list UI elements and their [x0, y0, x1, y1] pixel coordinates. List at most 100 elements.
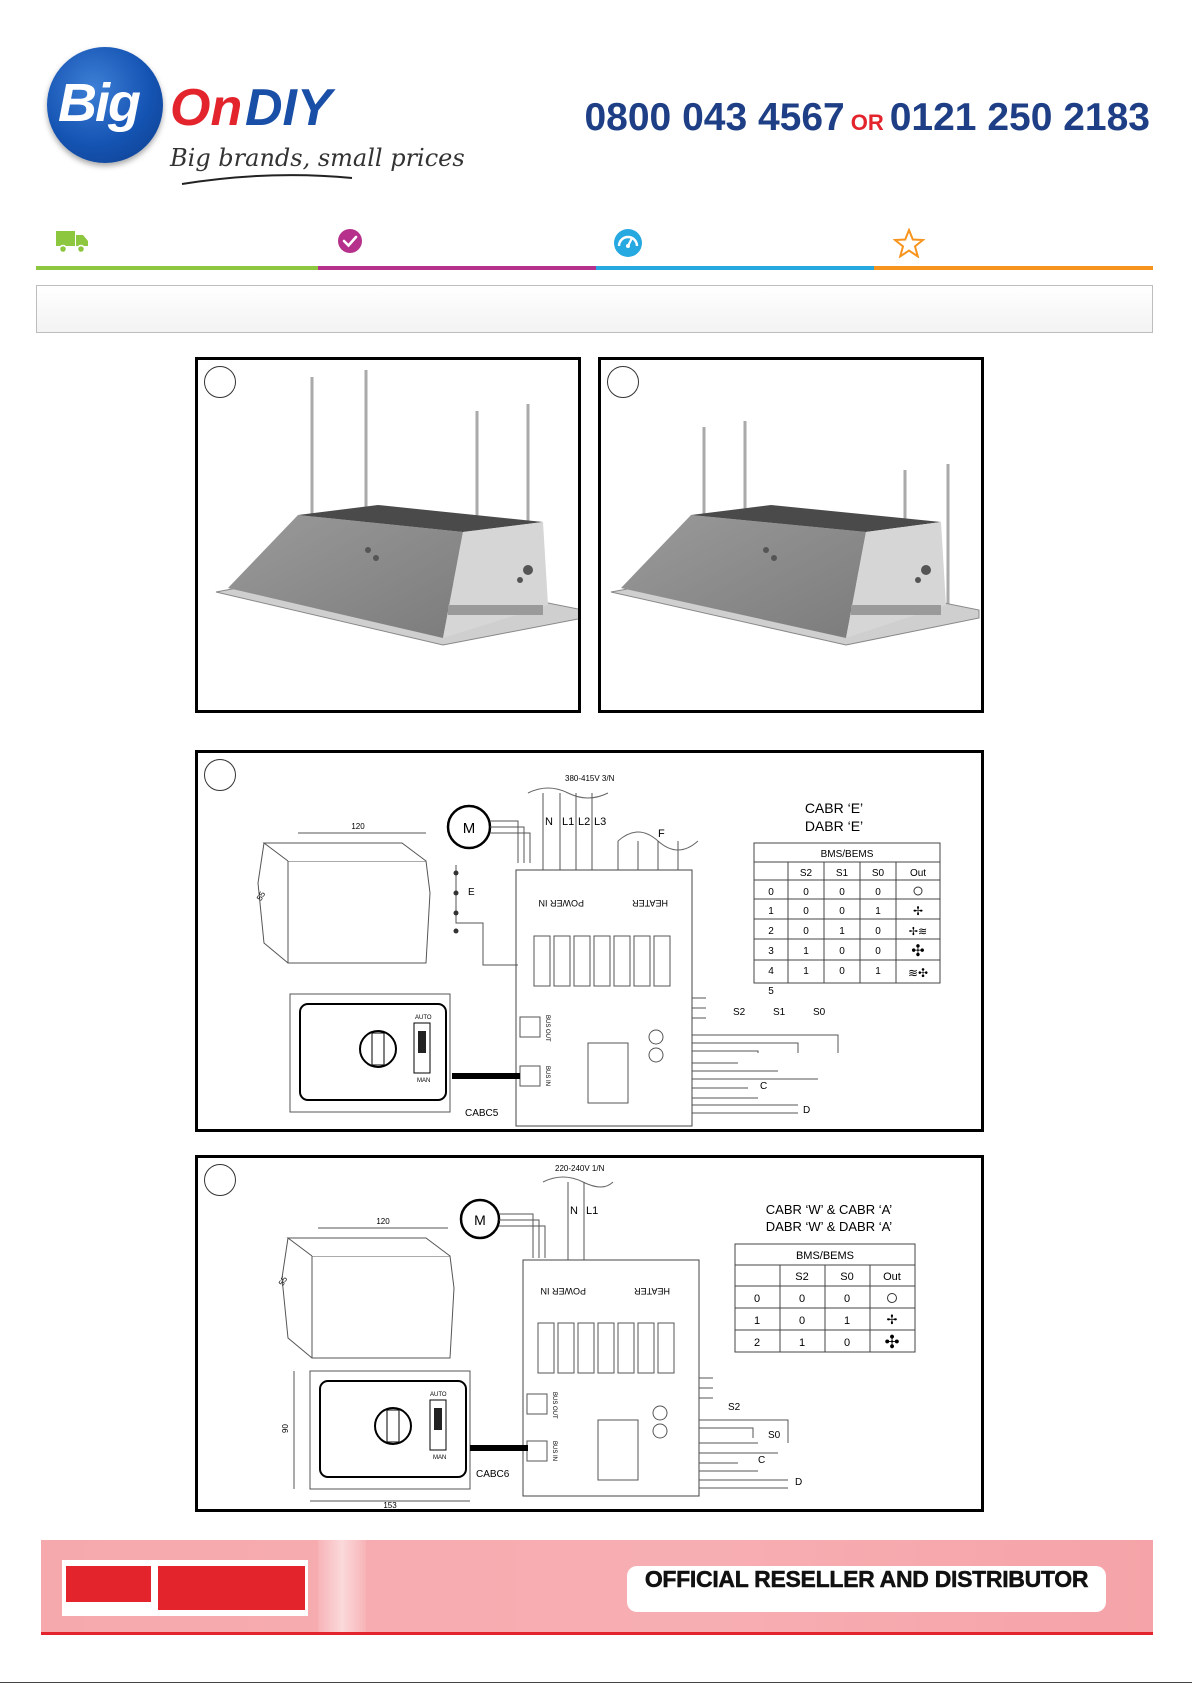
contact-c: C	[758, 1455, 765, 1466]
bms-table	[753, 842, 941, 984]
table-cell: 0	[875, 887, 881, 898]
supply-label: 220-240V 1/N	[555, 1164, 605, 1173]
fuse-label: F	[658, 828, 665, 840]
input-s1: S1	[773, 1007, 786, 1018]
fan-icon: ✢	[913, 904, 923, 918]
checkmark-icon	[338, 229, 362, 253]
switch-man-label: MAN	[433, 1455, 446, 1461]
table-cell: 0	[799, 1293, 805, 1305]
install-panel-1	[195, 357, 581, 713]
table-cell: 0	[803, 887, 809, 898]
table-header: Out	[883, 1271, 901, 1283]
fan-high-icon: ✣	[911, 943, 924, 960]
heat-fan-icon: ≋✣	[908, 966, 928, 980]
table-cell: 0	[875, 926, 881, 937]
table-header: S0	[840, 1271, 853, 1283]
terminal-label: N	[570, 1205, 578, 1217]
strip-segment-green	[36, 266, 318, 270]
terminal-label: L1	[562, 816, 574, 828]
input-s2: S2	[733, 1007, 746, 1018]
contact-d: D	[803, 1105, 810, 1116]
fan-high-icon: ✣	[884, 1332, 899, 1352]
contact-c: C	[760, 1081, 767, 1092]
brand-logo-block	[66, 1566, 151, 1602]
supply-label: 380-415V 3/N	[565, 774, 615, 783]
footer-rule	[41, 1632, 1153, 1635]
table-cell: 1	[839, 926, 845, 937]
table-title: BMS/BEMS	[821, 849, 874, 860]
fan-heat-icon: ✢≋	[909, 926, 927, 938]
controller-label: CABC5	[465, 1108, 499, 1119]
table-cell: 0	[803, 906, 809, 917]
bms-table	[734, 1243, 916, 1353]
table-cell: 1	[754, 1315, 760, 1327]
motor-label: M	[474, 1212, 486, 1228]
logo-text-diy: DIY	[245, 79, 332, 137]
reseller-badge	[627, 1566, 1106, 1612]
dim-width: 120	[376, 1217, 390, 1226]
wiring-diagram-w: 220-240V 1/N N L1 M POWER IN HEATER BUS …	[277, 1164, 916, 1509]
table-header: S1	[836, 868, 849, 879]
table-cell: 1	[803, 966, 809, 977]
speedometer-icon	[614, 229, 642, 257]
table-cell: 1	[875, 966, 881, 977]
strip-segment-purple	[318, 266, 596, 270]
input-s2: S2	[728, 1402, 741, 1413]
bus-in-label: BUS IN	[544, 1066, 550, 1086]
phone-number-primary[interactable]: 0800 043 4567	[584, 96, 845, 139]
wiring-panel-w: 220-240V 1/N N L1 M POWER IN HEATER BUS …	[195, 1155, 984, 1512]
table-cell: 1	[799, 1337, 805, 1349]
terminal-label: L2	[578, 816, 590, 828]
board-power-label: POWER IN	[540, 1286, 586, 1296]
phone-or: OR	[850, 110, 884, 135]
table-cell: 2	[768, 926, 774, 937]
table-cell: 1	[875, 906, 881, 917]
terminal-label: N	[545, 816, 553, 828]
install-panel-2	[598, 357, 984, 713]
model-title-1: CABR ‘E’	[805, 800, 863, 816]
table-cell: 0	[844, 1337, 850, 1349]
fan-icon: ✢	[887, 1312, 898, 1327]
dim-width: 120	[351, 822, 365, 831]
terminal-label: L3	[594, 816, 606, 828]
table-cell: 0	[839, 906, 845, 917]
info-bar	[36, 285, 1153, 333]
table-cell: 1	[844, 1315, 850, 1327]
phone-number-secondary[interactable]: 0121 250 2183	[889, 96, 1150, 139]
table-header: S2	[795, 1271, 808, 1283]
input-s0: S0	[768, 1430, 781, 1441]
dim-height: 90	[281, 1424, 290, 1433]
motor-label: M	[463, 820, 476, 837]
footer-highlight	[318, 1540, 366, 1632]
board-power-label: POWER IN	[538, 898, 584, 908]
step-circle	[607, 366, 639, 398]
wiring-diagram-e: 380-415V 3/N N L1 L2 L3 F M POWER IN HEA…	[255, 774, 941, 1127]
dim-depth: 55	[255, 890, 268, 903]
link-label: E	[468, 887, 475, 898]
table-cell: 1	[768, 906, 774, 917]
wiring-panel-e: 380-415V 3/N N L1 L2 L3 F M POWER IN HEA…	[195, 750, 984, 1132]
off-icon	[887, 1293, 897, 1303]
dim-length: 153	[383, 1501, 397, 1509]
table-cell: 4	[768, 966, 774, 977]
table-title: BMS/BEMS	[796, 1250, 854, 1262]
table-cell: 0	[839, 946, 845, 957]
unit-illustration	[215, 370, 578, 646]
table-cell: 3	[768, 946, 774, 957]
switch-auto-label: AUTO	[415, 1015, 432, 1021]
table-cell: 0	[754, 1293, 760, 1305]
step-circle	[204, 366, 236, 398]
board-heater-label: HEATER	[632, 898, 668, 908]
table-cell: 5	[768, 986, 774, 997]
table-header: S0	[872, 868, 885, 879]
table-cell: 0	[844, 1293, 850, 1305]
step-circle	[204, 1164, 236, 1196]
table-header: Out	[910, 868, 926, 879]
reseller-badge-text: OFFICIAL RESELLER AND DISTRIBUTOR	[644, 1566, 1089, 1593]
table-cell: 0	[839, 966, 845, 977]
table-header: S2	[800, 868, 813, 879]
strip-segment-blue	[596, 266, 874, 270]
model-title-2: DABR ‘W’ & DABR ‘A’	[766, 1219, 893, 1234]
delivery-truck-icon	[56, 231, 88, 254]
